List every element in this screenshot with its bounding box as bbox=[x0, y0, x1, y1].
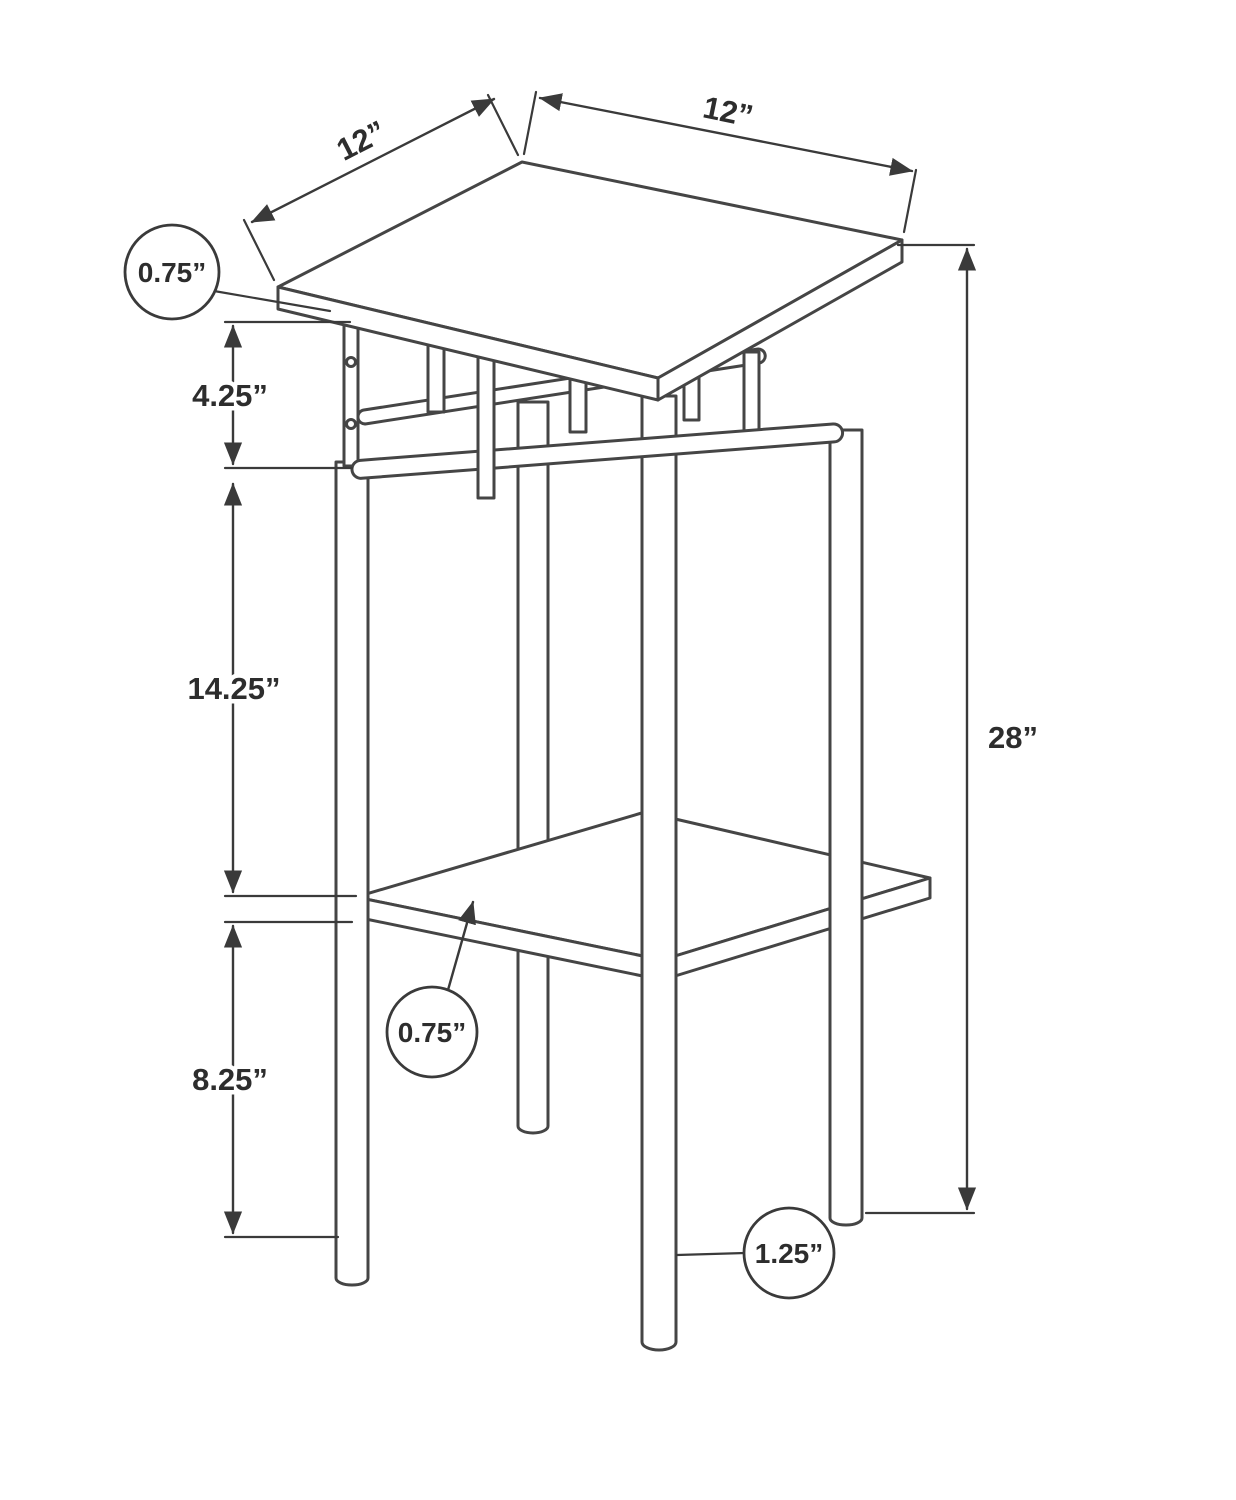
extension-line-top-right-a bbox=[522, 90, 538, 156]
apron-slat-5 bbox=[742, 350, 761, 438]
table-top-face bbox=[276, 160, 904, 380]
table-top-right-edge bbox=[656, 238, 904, 402]
table-left-leg bbox=[334, 460, 370, 1287]
leader-top-thickness bbox=[212, 289, 332, 313]
table-front-leg bbox=[640, 394, 678, 1352]
table-drawing bbox=[276, 160, 932, 1352]
dimension-line-top-depth bbox=[538, 93, 914, 176]
dimension-lines bbox=[223, 93, 977, 1235]
leader-leg-diameter bbox=[675, 1251, 747, 1257]
apron-front-rail bbox=[350, 422, 845, 480]
label-top-depth: 12” bbox=[700, 90, 756, 134]
apron-slat-2 bbox=[476, 348, 496, 500]
label-apron-height: 4.25” bbox=[192, 378, 268, 413]
mounting-bracket bbox=[342, 312, 360, 468]
bracket-screw-bottom bbox=[345, 418, 357, 430]
table-back-leg bbox=[516, 400, 550, 1135]
callout-circle-top-thickness bbox=[123, 223, 221, 321]
extension-line-top-left-a bbox=[242, 218, 276, 282]
label-top-thickness: 0.75” bbox=[138, 257, 207, 288]
table-right-leg bbox=[828, 428, 864, 1227]
label-shelf-thickness: 0.75” bbox=[398, 1017, 467, 1048]
label-top-width: 12” bbox=[331, 114, 391, 168]
callouts bbox=[123, 223, 836, 1300]
extension-line-top-right-b bbox=[902, 168, 918, 234]
leader-shelf-thickness bbox=[446, 900, 476, 992]
dimension-line-top-width bbox=[250, 97, 496, 224]
callout-circle-leg-diameter bbox=[742, 1206, 836, 1300]
extension-line-top-left-b bbox=[486, 93, 520, 157]
label-leg-diameter: 1.25” bbox=[755, 1238, 824, 1269]
bracket-screw-top bbox=[345, 356, 357, 368]
label-shelf-clearance: 14.25” bbox=[187, 671, 280, 706]
label-lower-clearance: 8.25” bbox=[192, 1062, 268, 1097]
label-overall-height: 28” bbox=[988, 720, 1038, 755]
callout-circle-shelf-thickness bbox=[385, 985, 479, 1079]
